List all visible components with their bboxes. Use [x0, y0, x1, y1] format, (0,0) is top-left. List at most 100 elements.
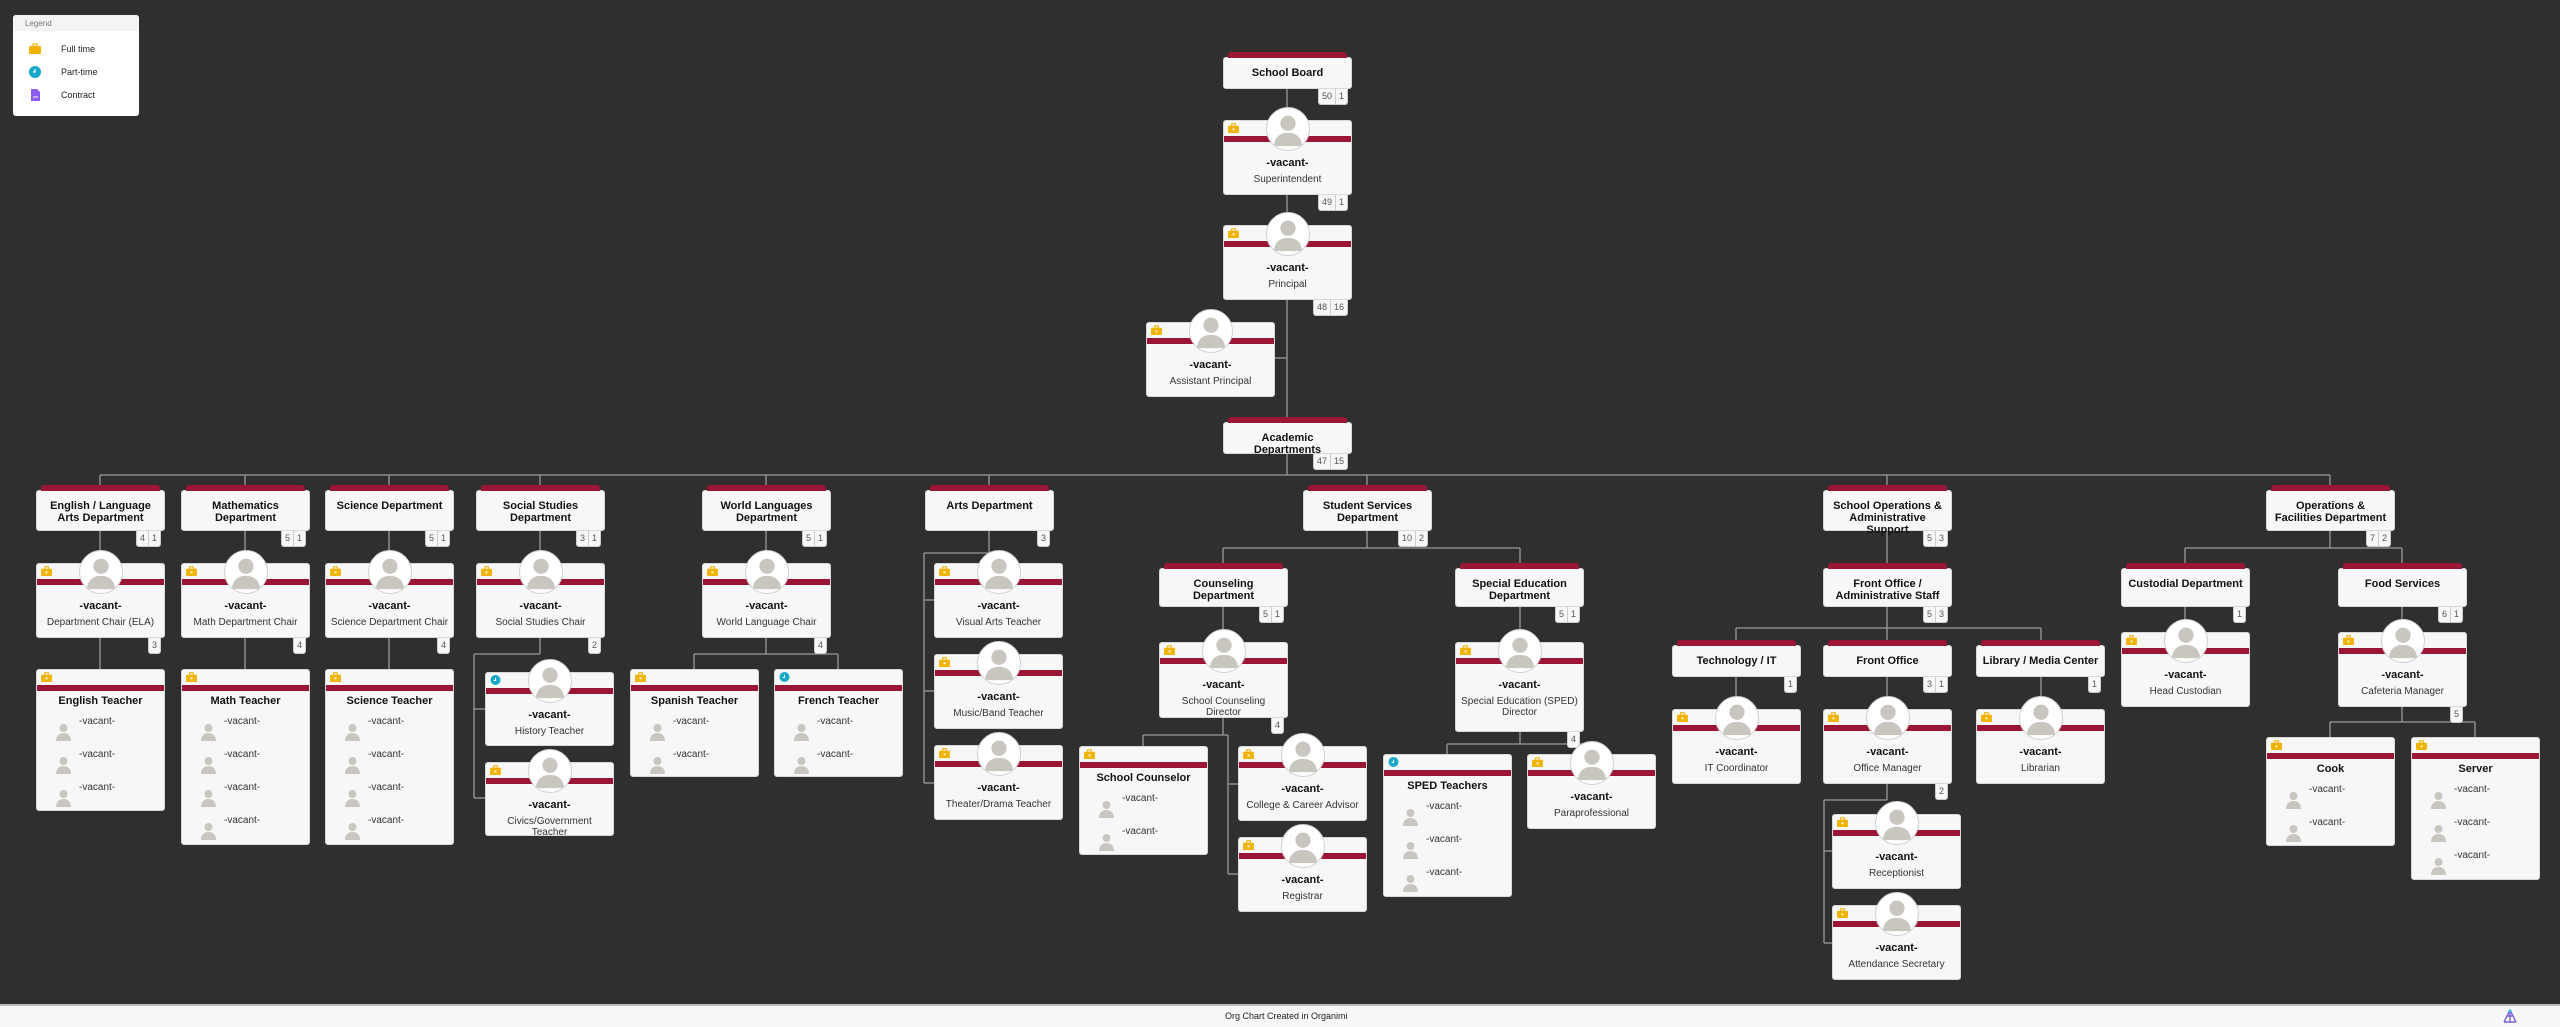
- department-node-student-services[interactable]: Student Services Department: [1303, 485, 1432, 531]
- headcount-badge[interactable]: 4: [813, 638, 827, 654]
- headcount-badge[interactable]: 2: [587, 638, 601, 654]
- member-item[interactable]: -vacant-: [182, 782, 309, 812]
- position-node-visual-arts[interactable]: -vacant- Visual Arts Teacher: [934, 550, 1063, 638]
- avatar[interactable]: [1874, 892, 1919, 936]
- headcount-badge[interactable]: 2: [1934, 784, 1948, 800]
- organimi-logo-icon[interactable]: [2502, 1009, 2518, 1023]
- department-node-front-office[interactable]: Front Office: [1823, 640, 1952, 677]
- department-node-academic[interactable]: Academic Departments: [1223, 417, 1352, 456]
- avatar[interactable]: [518, 550, 563, 594]
- position-group-node-sped-teachers[interactable]: SPED Teachers-vacant--vacant--vacant-: [1383, 754, 1512, 897]
- position-node-history-teacher[interactable]: -vacant- History Teacher: [485, 659, 614, 746]
- member-item[interactable]: -vacant-: [1080, 793, 1207, 823]
- member-item[interactable]: -vacant-: [1384, 867, 1511, 897]
- position-node-head-custodian[interactable]: -vacant- Head Custodian: [2121, 619, 2250, 707]
- avatar[interactable]: [1280, 824, 1325, 868]
- position-group-node-math-teacher[interactable]: Math Teacher-vacant--vacant--vacant--vac…: [181, 669, 310, 845]
- position-group-node-english-teacher[interactable]: English Teacher-vacant--vacant--vacant-: [36, 669, 165, 811]
- avatar[interactable]: [527, 659, 572, 703]
- position-node-world-chair[interactable]: -vacant- World Language Chair: [702, 550, 831, 638]
- headcount-badge[interactable]: 4: [1270, 718, 1284, 734]
- department-node-counseling[interactable]: Counseling Department: [1159, 563, 1288, 607]
- headcount-badge[interactable]: 4: [292, 638, 306, 654]
- position-node-it-coordinator[interactable]: -vacant- IT Coordinator: [1672, 696, 1801, 784]
- member-item[interactable]: -vacant-: [631, 716, 758, 746]
- member-item[interactable]: -vacant-: [182, 749, 309, 779]
- position-group-node-spanish-teacher[interactable]: Spanish Teacher-vacant--vacant-: [630, 669, 759, 777]
- avatar[interactable]: [1714, 696, 1759, 740]
- position-node-registrar[interactable]: -vacant- Registrar: [1238, 824, 1367, 912]
- member-item[interactable]: -vacant-: [326, 815, 453, 845]
- avatar[interactable]: [1280, 733, 1325, 777]
- position-node-librarian[interactable]: -vacant- Librarian: [1976, 696, 2105, 784]
- position-node-receptionist[interactable]: -vacant- Receptionist: [1832, 801, 1961, 889]
- avatar[interactable]: [1497, 629, 1542, 673]
- position-node-theater-drama[interactable]: -vacant- Theater/Drama Teacher: [934, 732, 1063, 820]
- avatar[interactable]: [2380, 619, 2425, 663]
- position-node-attendance-secretary[interactable]: -vacant- Attendance Secretary: [1832, 892, 1961, 980]
- avatar[interactable]: [223, 550, 268, 594]
- position-group-node-french-teacher[interactable]: French Teacher-vacant--vacant-: [774, 669, 903, 777]
- position-node-paraprofessional[interactable]: -vacant- Paraprofessional: [1527, 741, 1656, 829]
- member-item[interactable]: -vacant-: [1384, 834, 1511, 864]
- avatar[interactable]: [744, 550, 789, 594]
- member-item[interactable]: -vacant-: [2412, 817, 2539, 847]
- position-node-math-chair[interactable]: -vacant- Math Department Chair: [181, 550, 310, 638]
- headcount-badge[interactable]: 3: [147, 638, 161, 654]
- avatar[interactable]: [78, 550, 123, 594]
- avatar[interactable]: [2018, 696, 2063, 740]
- department-node-school-board[interactable]: School Board: [1223, 52, 1352, 89]
- position-node-superintendent[interactable]: -vacant- Superintendent: [1223, 107, 1352, 195]
- department-node-custodial[interactable]: Custodial Department: [2121, 563, 2250, 607]
- member-item[interactable]: -vacant-: [2412, 850, 2539, 880]
- position-node-music-band[interactable]: -vacant- Music/Band Teacher: [934, 641, 1063, 729]
- department-node-sped[interactable]: Special Education Department: [1455, 563, 1584, 607]
- department-node-front-office-admin[interactable]: Front Office / Administrative Staff: [1823, 563, 1952, 607]
- position-node-cafeteria-manager[interactable]: -vacant- Cafeteria Manager: [2338, 619, 2467, 707]
- member-item[interactable]: -vacant-: [2267, 817, 2394, 847]
- member-item[interactable]: -vacant-: [1080, 826, 1207, 856]
- member-item[interactable]: -vacant-: [775, 716, 902, 746]
- position-node-ela-chair[interactable]: -vacant- Department Chair (ELA): [36, 550, 165, 638]
- position-node-civics-teacher[interactable]: -vacant- Civics/Government Teacher: [485, 749, 614, 838]
- avatar[interactable]: [976, 732, 1021, 776]
- avatar[interactable]: [367, 550, 412, 594]
- avatar[interactable]: [1865, 696, 1910, 740]
- avatar[interactable]: [527, 749, 572, 793]
- department-node-food-services[interactable]: Food Services: [2338, 563, 2467, 607]
- avatar[interactable]: [2163, 619, 2208, 663]
- member-item[interactable]: -vacant-: [182, 815, 309, 845]
- member-item[interactable]: -vacant-: [182, 716, 309, 746]
- headcount-badge[interactable]: 4: [436, 638, 450, 654]
- member-item[interactable]: -vacant-: [326, 782, 453, 812]
- department-node-ops-facilities[interactable]: Operations & Facilities Department: [2266, 485, 2395, 531]
- headcount-badge[interactable]: 4: [1566, 732, 1580, 748]
- position-group-node-science-teacher[interactable]: Science Teacher-vacant--vacant--vacant--…: [325, 669, 454, 845]
- member-item[interactable]: -vacant-: [1384, 801, 1511, 831]
- avatar[interactable]: [1188, 309, 1233, 353]
- position-group-node-cook[interactable]: Cook-vacant--vacant-: [2266, 737, 2395, 846]
- member-item[interactable]: -vacant-: [326, 716, 453, 746]
- avatar[interactable]: [976, 550, 1021, 594]
- position-node-office-manager[interactable]: -vacant- Office Manager: [1823, 696, 1952, 784]
- member-item[interactable]: -vacant-: [2267, 784, 2394, 814]
- department-node-social[interactable]: Social Studies Department: [476, 485, 605, 531]
- avatar[interactable]: [1265, 107, 1310, 151]
- position-group-node-school-counselor[interactable]: School Counselor-vacant--vacant-: [1079, 746, 1208, 855]
- department-node-world[interactable]: World Languages Department: [702, 485, 831, 531]
- avatar[interactable]: [976, 641, 1021, 685]
- position-node-science-chair[interactable]: -vacant- Science Department Chair: [325, 550, 454, 638]
- position-node-social-chair[interactable]: -vacant- Social Studies Chair: [476, 550, 605, 638]
- department-node-tech-it[interactable]: Technology / IT: [1672, 640, 1801, 677]
